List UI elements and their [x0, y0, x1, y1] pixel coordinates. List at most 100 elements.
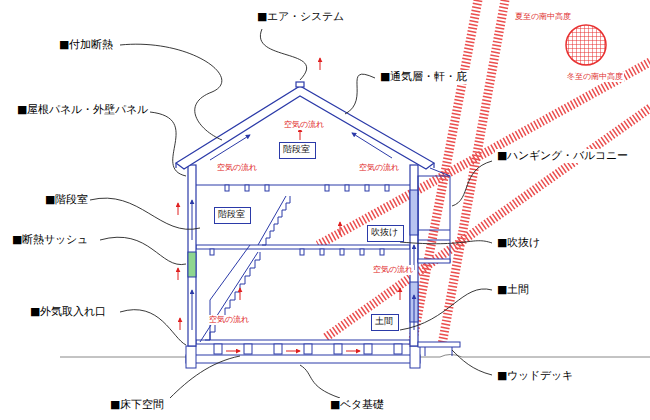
hanging-balcony	[418, 168, 450, 263]
callout-label: ■断熱サッシュ	[10, 233, 90, 247]
walls-roof	[176, 82, 434, 346]
air-flow-arrows	[178, 268, 179, 280]
sun	[566, 25, 606, 65]
room-label-box: 階段室	[214, 207, 251, 224]
air-flow-arrows	[192, 200, 193, 240]
wood-deck	[418, 342, 460, 347]
floor-structure	[385, 185, 389, 191]
air-flow-arrows	[210, 135, 250, 160]
floor-structure	[244, 344, 252, 354]
air-flow-label: 空気の流れ	[372, 265, 414, 275]
air-flow-arrows	[178, 203, 179, 215]
wood-deck	[425, 347, 452, 356]
leader-lines	[100, 237, 186, 264]
floor-structure	[360, 249, 364, 255]
walls-roof	[410, 165, 418, 346]
floor-structure	[274, 344, 282, 354]
air-flow-arrows	[192, 290, 193, 330]
callout-label: ■付加断熱	[57, 38, 115, 52]
air-flow-arrows	[346, 351, 360, 352]
floor-structure	[225, 185, 229, 191]
air-flow-arrows	[240, 288, 241, 300]
walls-roof	[188, 165, 196, 346]
room-label: 吹抜け	[371, 227, 400, 238]
leader-lines	[345, 74, 375, 114]
air-flow-arrows	[414, 295, 415, 330]
floor-structure	[340, 249, 344, 255]
callout-label: ■ハンギング・バルコニー	[495, 149, 630, 163]
leader-lines	[120, 310, 186, 345]
callout-label: ■通気層・軒・庇	[378, 70, 469, 84]
callout-label: ■ウッドデッキ	[495, 369, 575, 383]
floor-structure	[214, 344, 222, 354]
floor-structure	[325, 185, 329, 191]
room-label: 土間	[375, 316, 395, 327]
floor-structure	[210, 249, 214, 255]
air-flow-label: 空気の流れ	[208, 315, 250, 325]
floor-structure	[196, 245, 410, 249]
walls-roof	[296, 82, 304, 87]
leader-lines	[400, 241, 492, 244]
sun	[566, 25, 606, 65]
hanging-balcony	[418, 259, 450, 263]
room-label-box: 土間	[371, 314, 399, 331]
air-flow-arrows	[286, 351, 300, 352]
leader-lines	[300, 365, 340, 398]
stairs	[258, 196, 286, 245]
sun-altitude-label: 冬至の南中高度	[566, 72, 624, 82]
air-flow-label: 空気の流れ	[358, 163, 400, 173]
windows	[410, 190, 418, 235]
stairs	[262, 196, 290, 245]
floor-structure	[364, 344, 372, 354]
stairs	[200, 196, 290, 342]
floor-structure	[320, 249, 324, 255]
callout-label: ■階段室	[43, 193, 90, 207]
room-label-box: 階段室	[279, 142, 316, 159]
air-flow-label: 空気の流れ	[216, 163, 258, 173]
sun-altitude-label: 夏至の南中高度	[514, 12, 572, 22]
air-flow-arrows	[352, 133, 392, 158]
walls-roof	[176, 86, 434, 169]
leader-lines	[170, 356, 240, 398]
room-label: 階段室	[218, 209, 247, 220]
room-label: 階段室	[283, 144, 312, 155]
wood-deck	[418, 342, 460, 356]
foundation	[186, 346, 196, 368]
foundation	[410, 346, 420, 368]
room-label-box: 吹抜け	[367, 225, 404, 242]
callout-label: ■外気取入れ口	[28, 305, 108, 319]
stairs	[210, 245, 250, 340]
sun-rays	[318, 0, 650, 345]
floor-structure	[365, 185, 369, 191]
callout-label: ■エア・システム	[255, 10, 346, 24]
leader-lines	[90, 29, 492, 398]
air-flow-arrows	[178, 58, 414, 351]
floor-structure	[380, 249, 384, 255]
air-flow-arrows	[400, 288, 401, 300]
sun-rays	[412, 0, 478, 345]
leader-lines	[452, 350, 492, 375]
hanging-balcony	[418, 230, 450, 240]
floor-structure	[345, 185, 349, 191]
floor-structure	[196, 340, 410, 344]
floor-structure	[245, 185, 249, 191]
callout-label: ■吹抜け	[495, 236, 542, 250]
callout-label: ■土間	[495, 283, 531, 297]
callout-label: ■ベタ基礎	[328, 398, 386, 412]
leader-lines	[120, 44, 222, 140]
air-flow-arrows	[340, 222, 341, 235]
leader-lines	[452, 161, 492, 206]
callout-label: ■床下空間	[108, 398, 166, 412]
leader-lines	[150, 112, 186, 176]
callout-label: ■屋根パネル・外壁パネル	[15, 103, 150, 117]
leader-lines	[400, 289, 492, 330]
stairs	[200, 252, 258, 342]
air-flow-arrows	[226, 351, 240, 352]
floor-structure	[300, 249, 304, 255]
floor-structure	[394, 344, 402, 354]
air-flow-arrows	[180, 318, 181, 330]
leader-lines	[260, 29, 306, 80]
floor-structure	[265, 185, 269, 191]
